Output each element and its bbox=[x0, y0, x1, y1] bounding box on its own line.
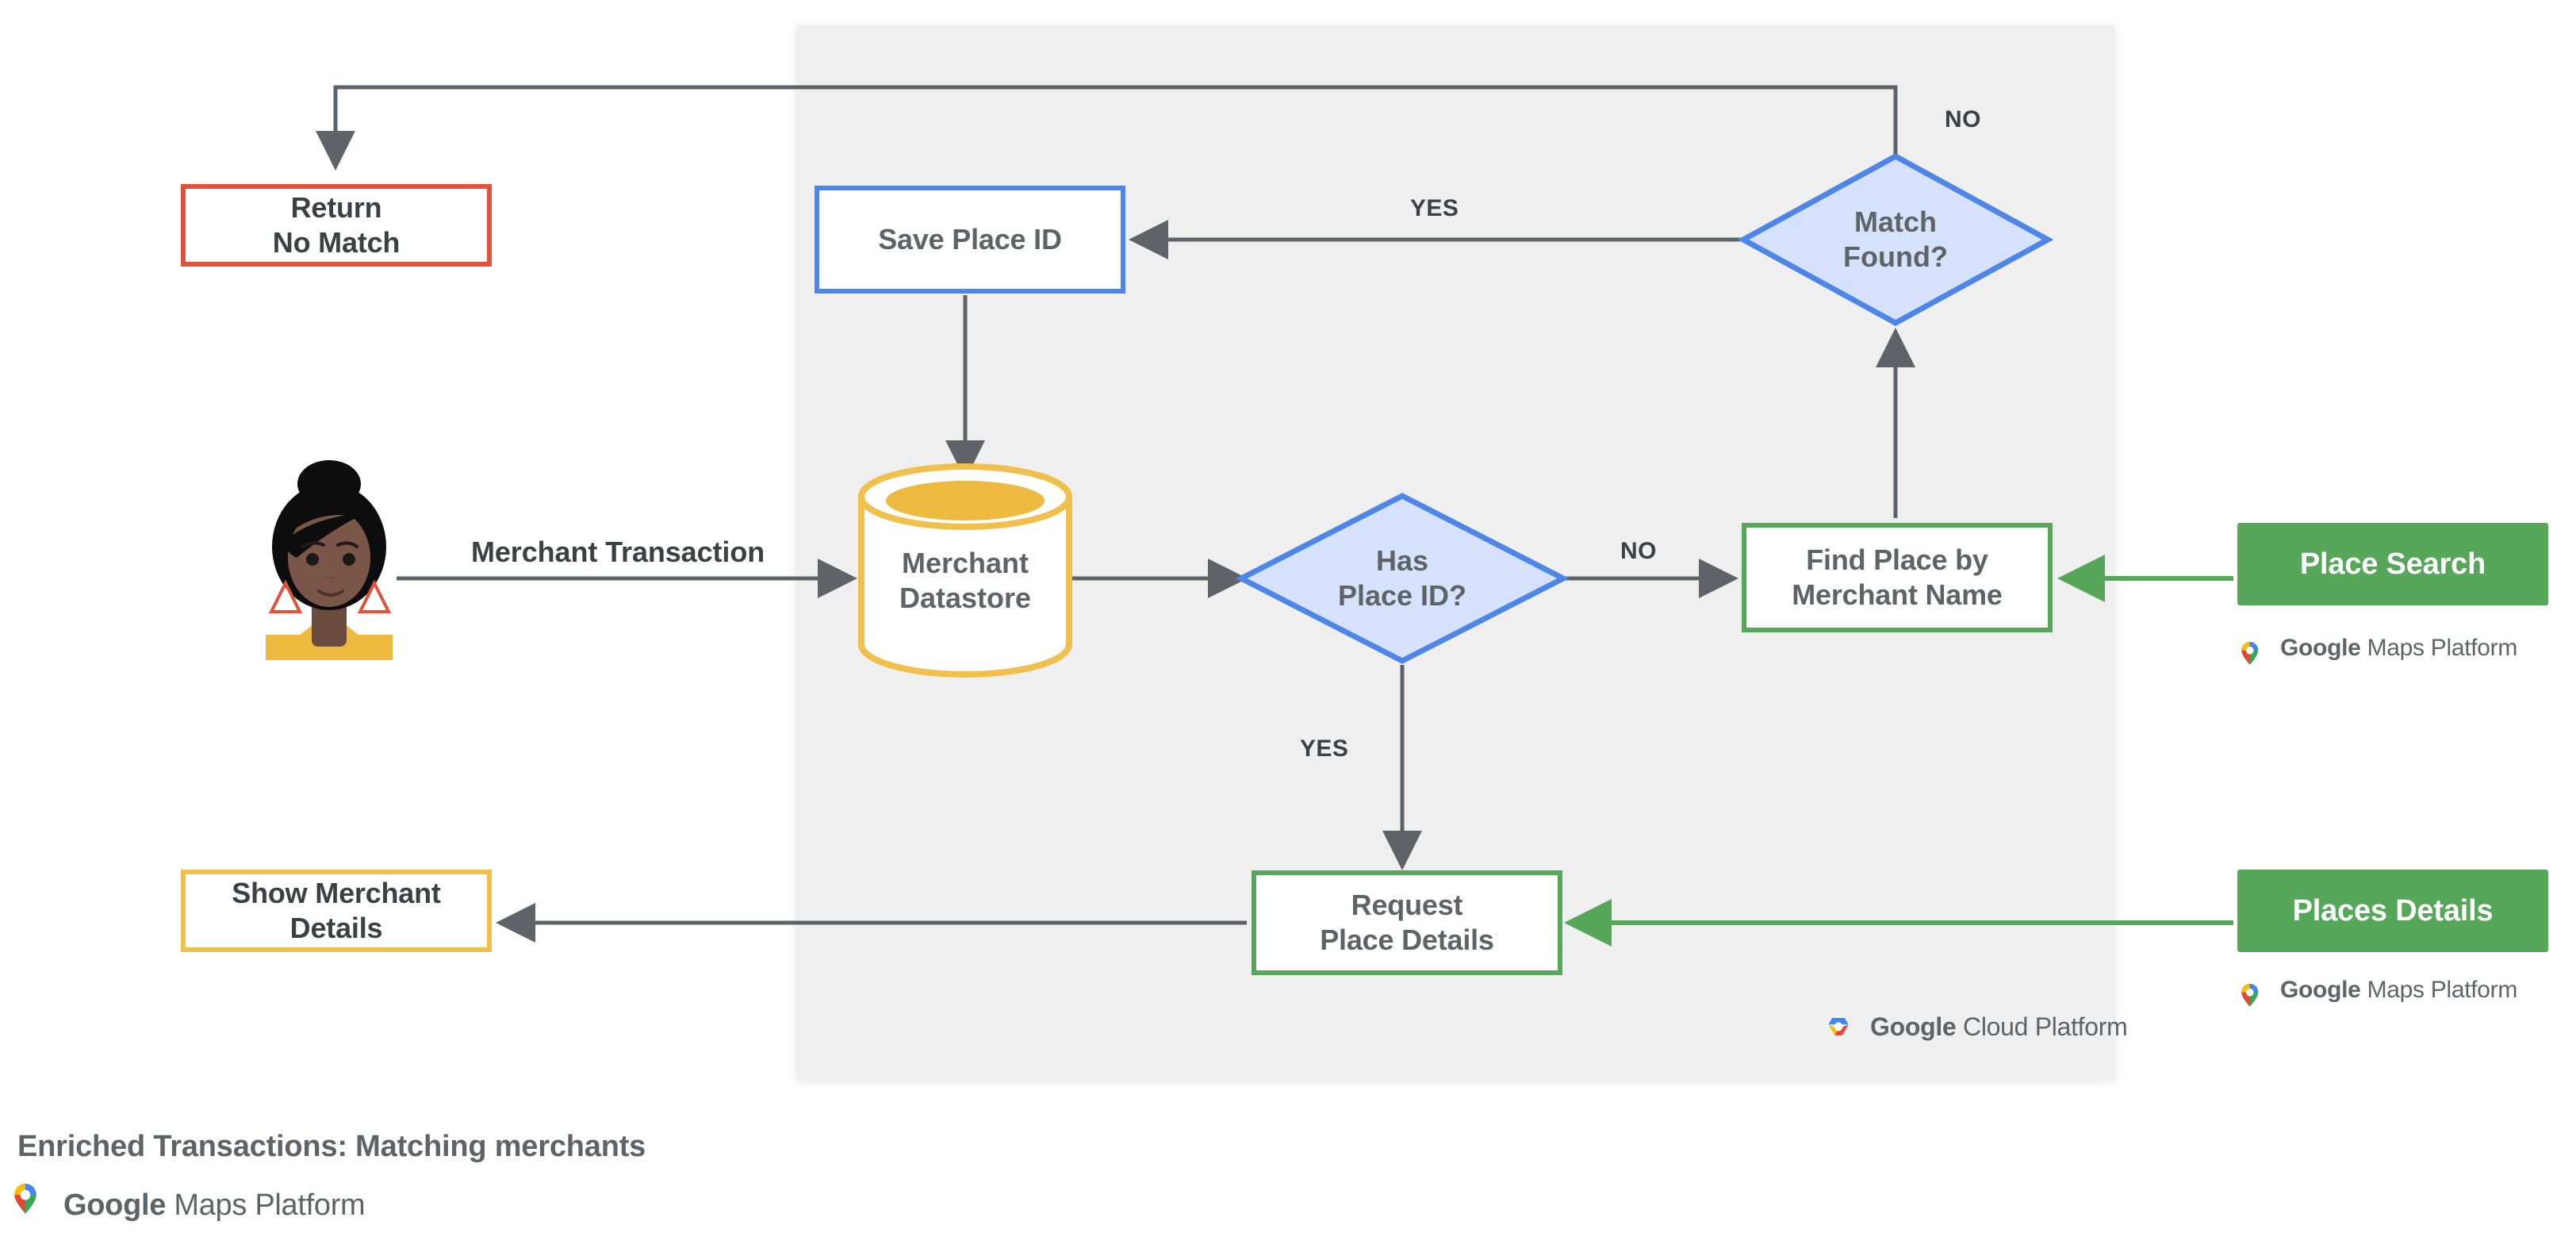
footer-lockup-rest: Maps Platform bbox=[166, 1189, 366, 1222]
edge-label-merchant-transaction: Merchant Transaction bbox=[471, 536, 765, 568]
edge-no-match-found bbox=[316, 85, 1898, 171]
footer-maps-platform-lockup: Google Maps Platform bbox=[11, 1189, 366, 1223]
merchant-datastore-shape bbox=[858, 463, 1072, 678]
cloud-platform-lockup: Google Cloud Platform bbox=[1821, 1012, 2128, 1042]
return-no-match-label: Return No Match bbox=[272, 191, 401, 259]
place-search-node[interactable]: Place Search bbox=[2237, 523, 2548, 605]
place-search-label: Place Search bbox=[2299, 547, 2486, 581]
cloud-lockup-rest: Cloud Platform bbox=[1956, 1012, 2128, 1041]
merchant-datastore-label: Merchant Datastore bbox=[899, 547, 1032, 614]
footer-lockup-google-word: Google bbox=[63, 1189, 167, 1222]
match-found-label: Match Found? bbox=[1843, 205, 1948, 273]
maps-lockup-rest-1: Maps Platform bbox=[2360, 635, 2518, 661]
maps-pin-icon-place-search bbox=[2241, 642, 2259, 665]
maps-pin-icon-footer bbox=[14, 1184, 36, 1214]
places-details-node[interactable]: Places Details bbox=[2237, 870, 2548, 952]
find-place-by-merchant-name-label: Find Place by Merchant Name bbox=[1792, 543, 2003, 611]
save-place-id-node[interactable]: Save Place ID bbox=[815, 186, 1125, 294]
find-place-by-merchant-name-node[interactable]: Find Place by Merchant Name bbox=[1742, 523, 2053, 632]
edge-label-no-match-found: NO bbox=[1945, 106, 1981, 132]
edge-label-yes-match-found: YES bbox=[1410, 195, 1459, 221]
cloud-lockup-google-word: Google bbox=[1870, 1012, 1957, 1041]
has-place-id-node[interactable]: Has Place ID? bbox=[1241, 496, 1563, 661]
match-found-diamond-shape bbox=[1737, 153, 2054, 326]
edge-label-no-has-place-id: NO bbox=[1620, 538, 1657, 564]
save-place-id-label: Save Place ID bbox=[878, 223, 1062, 256]
user-avatar-icon bbox=[266, 460, 393, 660]
maps-lockup-google-word-1: Google bbox=[2280, 635, 2361, 661]
places-details-label: Places Details bbox=[2292, 893, 2494, 927]
maps-platform-lockup-places-details: Google Maps Platform bbox=[2237, 977, 2517, 1004]
has-place-id-label: Has Place ID? bbox=[1337, 544, 1467, 612]
show-merchant-details-label: Show Merchant Details bbox=[232, 877, 441, 944]
edge-label-yes-has-place-id: YES bbox=[1300, 735, 1349, 762]
request-place-details-node[interactable]: Request Place Details bbox=[1252, 870, 1562, 975]
request-place-details-label: Request Place Details bbox=[1320, 889, 1494, 956]
maps-lockup-rest-2: Maps Platform bbox=[2360, 977, 2518, 1003]
has-place-id-diamond-shape bbox=[1235, 493, 1570, 664]
cloud-hexagon-icon bbox=[1828, 1018, 1849, 1035]
show-merchant-details-node[interactable]: Show Merchant Details bbox=[181, 870, 492, 952]
maps-platform-lockup-place-search: Google Maps Platform bbox=[2237, 635, 2517, 662]
page-title: Enriched Transactions: Matching merchant… bbox=[17, 1130, 646, 1163]
match-found-node[interactable]: Match Found? bbox=[1743, 156, 2048, 323]
maps-pin-icon-places-details bbox=[2241, 984, 2259, 1007]
return-no-match-node[interactable]: Return No Match bbox=[181, 184, 492, 267]
merchant-datastore-node[interactable]: Merchant Datastore bbox=[861, 467, 1069, 674]
maps-lockup-google-word-2: Google bbox=[2280, 977, 2361, 1003]
